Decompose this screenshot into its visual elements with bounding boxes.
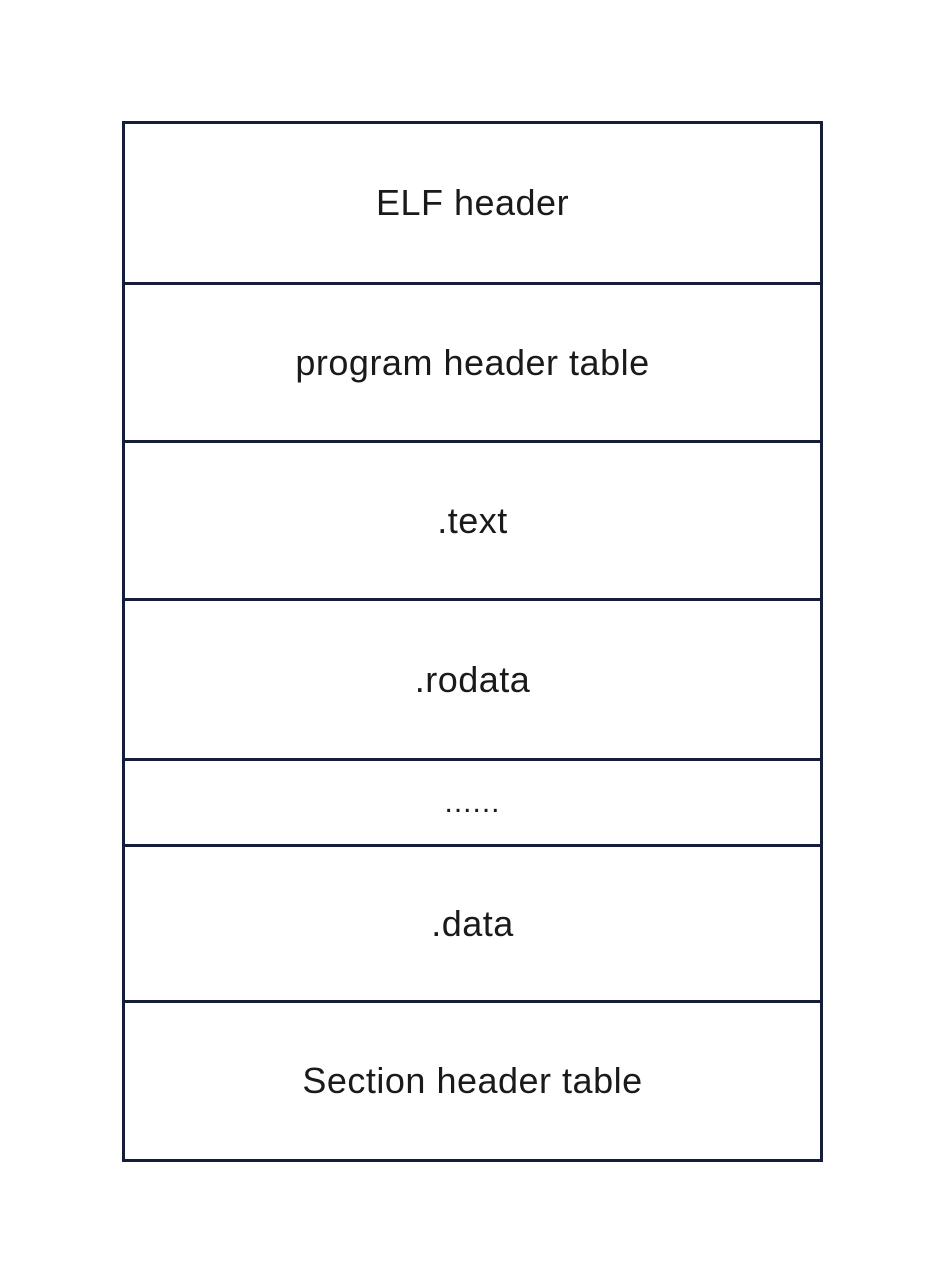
row-text-section: .text: [125, 440, 820, 598]
row-data-section-label: .data: [431, 902, 514, 944]
row-elf-header-label: ELF header: [375, 182, 570, 223]
row-program-header-table-label: program header table: [295, 341, 650, 383]
elf-layout-diagram: ELF header program header table .text .r…: [122, 121, 823, 1162]
row-program-header-table: program header table: [125, 282, 820, 440]
row-ellipsis-label: ......: [444, 785, 501, 819]
row-section-header-table-label: Section header table: [302, 1060, 643, 1101]
row-ellipsis: ......: [125, 758, 820, 844]
row-rodata-section-label: .rodata: [414, 658, 531, 700]
row-text-section-label: .text: [437, 499, 508, 541]
row-elf-header: ELF header: [125, 124, 820, 282]
row-rodata-section: .rodata: [125, 598, 820, 758]
row-data-section: .data: [125, 844, 820, 1000]
row-section-header-table: Section header table: [125, 1000, 820, 1159]
